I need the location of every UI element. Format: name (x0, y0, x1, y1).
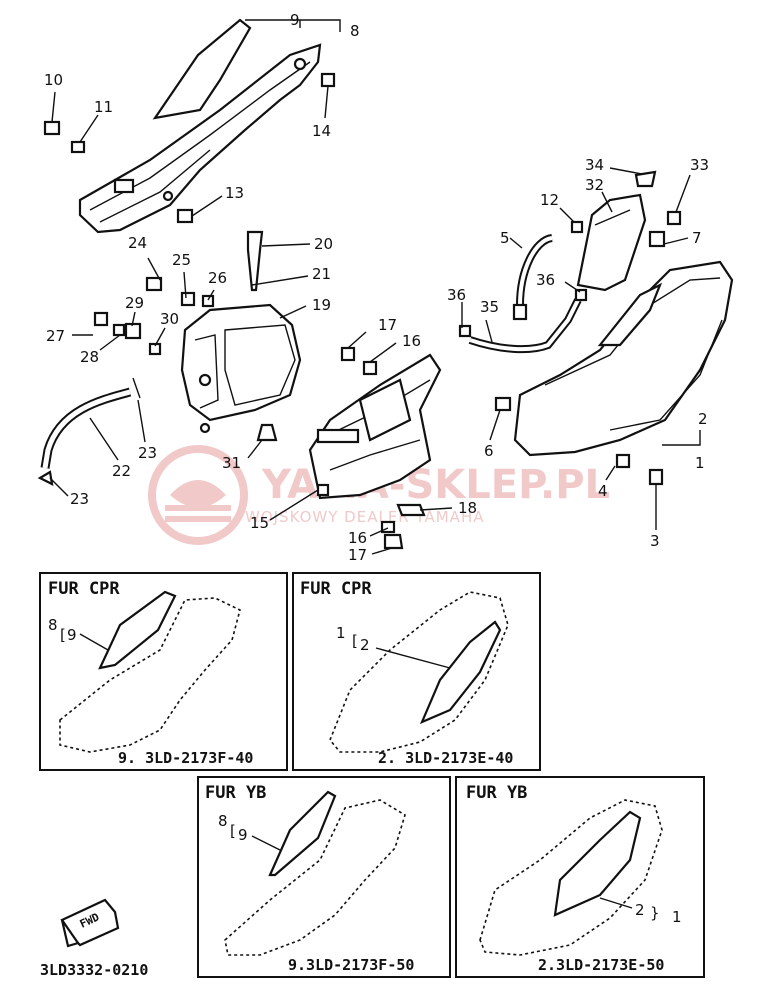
part-label-19: 19 (312, 296, 331, 314)
left-side-cover (43, 18, 336, 234)
part-label-7: 7 (692, 229, 702, 247)
part-label-23a: 23 (138, 444, 157, 462)
part-label-28: 28 (80, 348, 99, 366)
svg-text:[: [ (60, 626, 66, 644)
watermark-tagline: WOJSKOWY DEALER YAMAHA (245, 508, 485, 526)
part-label-22: 22 (112, 462, 131, 480)
reservoir-tank (458, 170, 682, 354)
svg-text:[: [ (352, 632, 358, 650)
part-label-15: 15 (250, 514, 269, 532)
inset-panel: FUR CPR 8 [ 9 9. 3LD-2173F-40 (39, 572, 288, 771)
inset-part-code: 2. 3LD-2173E-40 (378, 749, 513, 767)
part-label-10: 10 (44, 71, 63, 89)
part-label-20: 20 (314, 235, 333, 253)
inset-label-a: 2 (635, 901, 645, 919)
part-label-17a: 17 (378, 316, 397, 334)
inset-title: FUR CPR (48, 579, 120, 599)
part-label-8: 8 (350, 22, 360, 40)
part-label-13: 13 (225, 184, 244, 202)
inset-label-b: 9 (67, 626, 77, 644)
part-label-35: 35 (480, 298, 499, 316)
right-side-cover (494, 230, 734, 486)
part-label-36b: 36 (536, 271, 555, 289)
part-labels: 1 2 3 4 5 6 7 8 9 10 11 12 13 14 15 16 1… (44, 11, 709, 564)
inset-label-b: 2 (360, 636, 370, 654)
part-label-25: 25 (172, 251, 191, 269)
inset-label-b: 9 (238, 826, 248, 844)
part-label-9: 9 (290, 11, 300, 29)
battery-bracket (308, 346, 442, 550)
part-label-4: 4 (598, 482, 608, 500)
part-label-24: 24 (128, 234, 147, 252)
part-label-2: 2 (698, 410, 708, 428)
inset-title: FUR CPR (300, 579, 372, 599)
part-label-16b: 16 (348, 529, 367, 547)
inset-label-a: 8 (218, 812, 228, 830)
part-label-18: 18 (458, 499, 477, 517)
inset-panel: FUR CPR 1 [ 2 2. 3LD-2173E-40 (292, 572, 541, 771)
inset-label-a: 1 (336, 624, 346, 642)
part-label-31: 31 (222, 454, 241, 472)
inset-title: FUR YB (466, 783, 527, 803)
inset-panel: FUR YB 8 [ 9 9.3LD-2173F-50 (197, 776, 451, 978)
part-label-27: 27 (46, 327, 65, 345)
svg-text:[: [ (230, 822, 236, 840)
fwd-arrow-icon: FWD (60, 898, 120, 948)
inset-panel: FUR YB 2 } 1 2.3LD-2173E-50 (455, 776, 705, 978)
part-label-32: 32 (585, 176, 604, 194)
part-label-21: 21 (312, 265, 331, 283)
inset-part-code: 9. 3LD-2173F-40 (118, 749, 253, 767)
part-label-14: 14 (312, 122, 331, 140)
part-label-36a: 36 (447, 286, 466, 304)
inset-label-b: 1 (672, 908, 682, 926)
air-filter-case (93, 230, 302, 442)
part-label-34: 34 (585, 156, 604, 174)
part-label-5: 5 (500, 229, 510, 247)
part-label-16a: 16 (402, 332, 421, 350)
part-label-29: 29 (125, 294, 144, 312)
part-label-33: 33 (690, 156, 709, 174)
inset-title: FUR YB (205, 783, 266, 803)
drawing-code: 3LD3332-0210 (40, 961, 148, 979)
inset-part-code: 2.3LD-2173E-50 (538, 956, 664, 974)
part-label-3: 3 (650, 532, 660, 550)
leader-lines (49, 19, 701, 555)
part-label-6: 6 (484, 442, 494, 460)
breather-hose (37, 377, 141, 486)
part-label-17b: 17 (348, 546, 367, 564)
part-label-12: 12 (540, 191, 559, 209)
inset-part-code: 9.3LD-2173F-50 (288, 956, 414, 974)
part-label-26: 26 (208, 269, 227, 287)
part-label-11: 11 (94, 98, 113, 116)
part-label-23b: 23 (70, 490, 89, 508)
svg-text:}: } (650, 904, 660, 922)
part-label-30: 30 (160, 310, 179, 328)
part-label-1: 1 (695, 454, 705, 472)
inset-label-a: 8 (48, 616, 58, 634)
